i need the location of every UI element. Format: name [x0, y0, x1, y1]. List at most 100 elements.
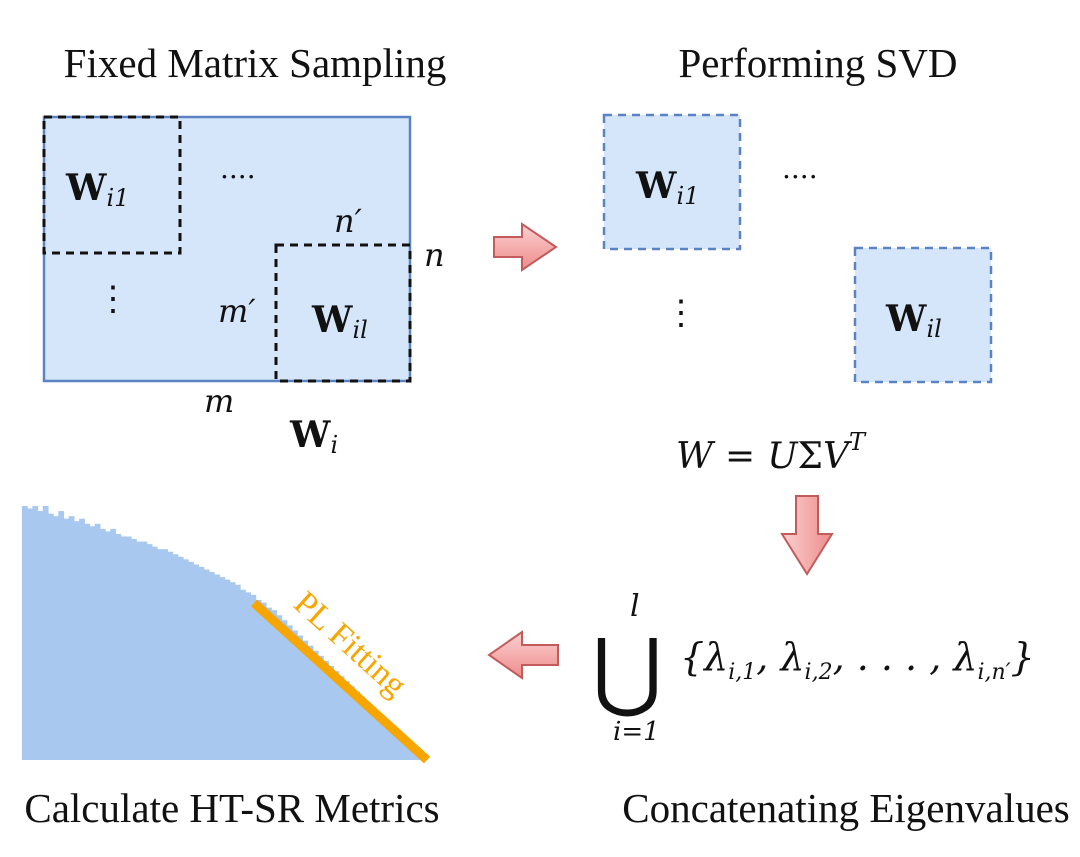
histogram-bar: [162, 549, 168, 760]
histogram-bar: [63, 518, 70, 760]
sample-block-first: [42, 115, 182, 255]
histogram-bar: [395, 732, 402, 760]
histogram-bar: [84, 523, 91, 760]
full-matrix-rect: [42, 115, 412, 383]
histogram-bar: [390, 726, 397, 760]
horizontal-dots: ....: [220, 152, 256, 185]
histogram-bar: [406, 742, 413, 760]
histogram-bar: [182, 559, 189, 760]
title-performing-svd: Performing SVD: [678, 40, 957, 86]
histogram-bar: [276, 615, 283, 760]
histogram-bar: [401, 737, 407, 760]
svd-equation: W=UΣVT: [676, 428, 867, 477]
histogram-bar: [22, 506, 28, 760]
histogram-bar: [58, 511, 65, 760]
histogram-bar: [172, 554, 179, 760]
histogram-bar: [177, 556, 184, 760]
histogram-bar: [151, 546, 158, 760]
eigenvalue-set: {λi,1, λi,2, . . . , λi,n′}: [680, 635, 1035, 685]
histogram-bar: [79, 518, 85, 760]
histogram-bar: [323, 660, 329, 760]
title-calculate-htsr-metrics: Calculate HT-SR Metrics: [24, 785, 439, 831]
histogram-bar: [250, 594, 257, 760]
histogram-bar: [188, 561, 194, 760]
vertical-dots: ⋮: [96, 279, 130, 319]
union-upper-bound: l: [630, 589, 640, 624]
histogram-bar: [385, 721, 392, 760]
svd-vertical-dots: ⋮: [664, 293, 698, 333]
m-label: m: [204, 382, 234, 420]
histogram-bar: [260, 602, 267, 760]
svd-blocks: Wi1 Wil .... ⋮: [602, 113, 993, 384]
histogram-bar: [105, 531, 111, 760]
histogram-bar: [229, 582, 236, 760]
n-label: n: [424, 236, 445, 274]
histogram-bar: [157, 549, 163, 760]
histogram-bar: [359, 696, 366, 760]
histogram-bar: [110, 528, 117, 760]
histogram-bar: [354, 691, 361, 760]
histogram-bar: [297, 635, 303, 760]
histogram-bar: [32, 506, 39, 760]
histogram-bar: [219, 577, 226, 760]
histogram-bar: [125, 536, 132, 760]
histogram-bar: [89, 526, 96, 760]
histogram-bar: [224, 579, 231, 760]
histogram-bar: [380, 716, 387, 760]
histogram-bar: [307, 645, 314, 760]
histogram-bar: [214, 574, 220, 760]
full-matrix: Wi1 Wil .... ⋮ n′ m′ n m Wi: [42, 115, 445, 459]
union-symbol: ⋃: [592, 621, 663, 721]
arrow-right: [493, 222, 558, 272]
histogram-bar: [37, 511, 44, 760]
histogram-bar: [369, 706, 376, 760]
title-concatenating-eigenvalues: Concatenating Eigenvalues: [622, 785, 1069, 831]
histogram-bar: [302, 640, 309, 760]
histogram-bar: [141, 541, 148, 760]
svd-horizontal-dots: ....: [782, 152, 818, 185]
histogram-bar: [198, 566, 205, 760]
histogram-bar: [146, 544, 153, 760]
histogram-bar: [317, 655, 324, 760]
svd-block-first: [602, 113, 742, 251]
histogram-bar: [349, 686, 355, 760]
histogram-bar: [68, 516, 75, 760]
histogram-bar: [312, 650, 319, 760]
block-last-label: Wil: [311, 299, 368, 344]
histogram-bar: [120, 536, 127, 760]
svd-block-last: [853, 246, 993, 384]
histogram-bar: [47, 513, 54, 760]
block-first-label: Wi1: [65, 167, 129, 212]
histogram-bar: [208, 572, 215, 760]
histogram-bar: [266, 607, 272, 760]
histogram-bar: [286, 625, 293, 760]
histogram-bar: [27, 508, 33, 760]
histogram-bar: [136, 541, 143, 760]
histogram-bar: [203, 569, 210, 760]
histogram-bar: [240, 589, 246, 760]
svd-block-first-label: Wi1: [635, 165, 699, 210]
full-matrix-label: Wi: [289, 414, 338, 459]
n-prime-label: n′: [334, 202, 363, 240]
histogram-bar: [234, 584, 241, 760]
pl-fitting-line: [250, 599, 431, 764]
histogram-bar: [255, 599, 262, 760]
histogram-bar: [364, 701, 371, 760]
histogram-bar: [42, 506, 49, 760]
histogram-bar: [338, 676, 345, 760]
sample-block-last: [274, 243, 412, 383]
histogram-bar: [328, 666, 335, 760]
histogram-bar: [73, 521, 80, 760]
histogram-bar: [245, 592, 252, 760]
histogram-bar: [292, 630, 298, 760]
histogram-bar: [94, 523, 101, 760]
histogram-bar: [375, 711, 381, 760]
histogram-bar: [115, 533, 122, 760]
histogram-bar: [167, 551, 174, 760]
title-fixed-matrix-sampling: Fixed Matrix Sampling: [64, 40, 447, 86]
histogram-bar: [131, 539, 137, 760]
histogram-bar: [271, 610, 278, 760]
histogram-bar: [53, 516, 59, 760]
histogram-bar: [333, 671, 340, 760]
histogram-bar: [99, 528, 106, 760]
